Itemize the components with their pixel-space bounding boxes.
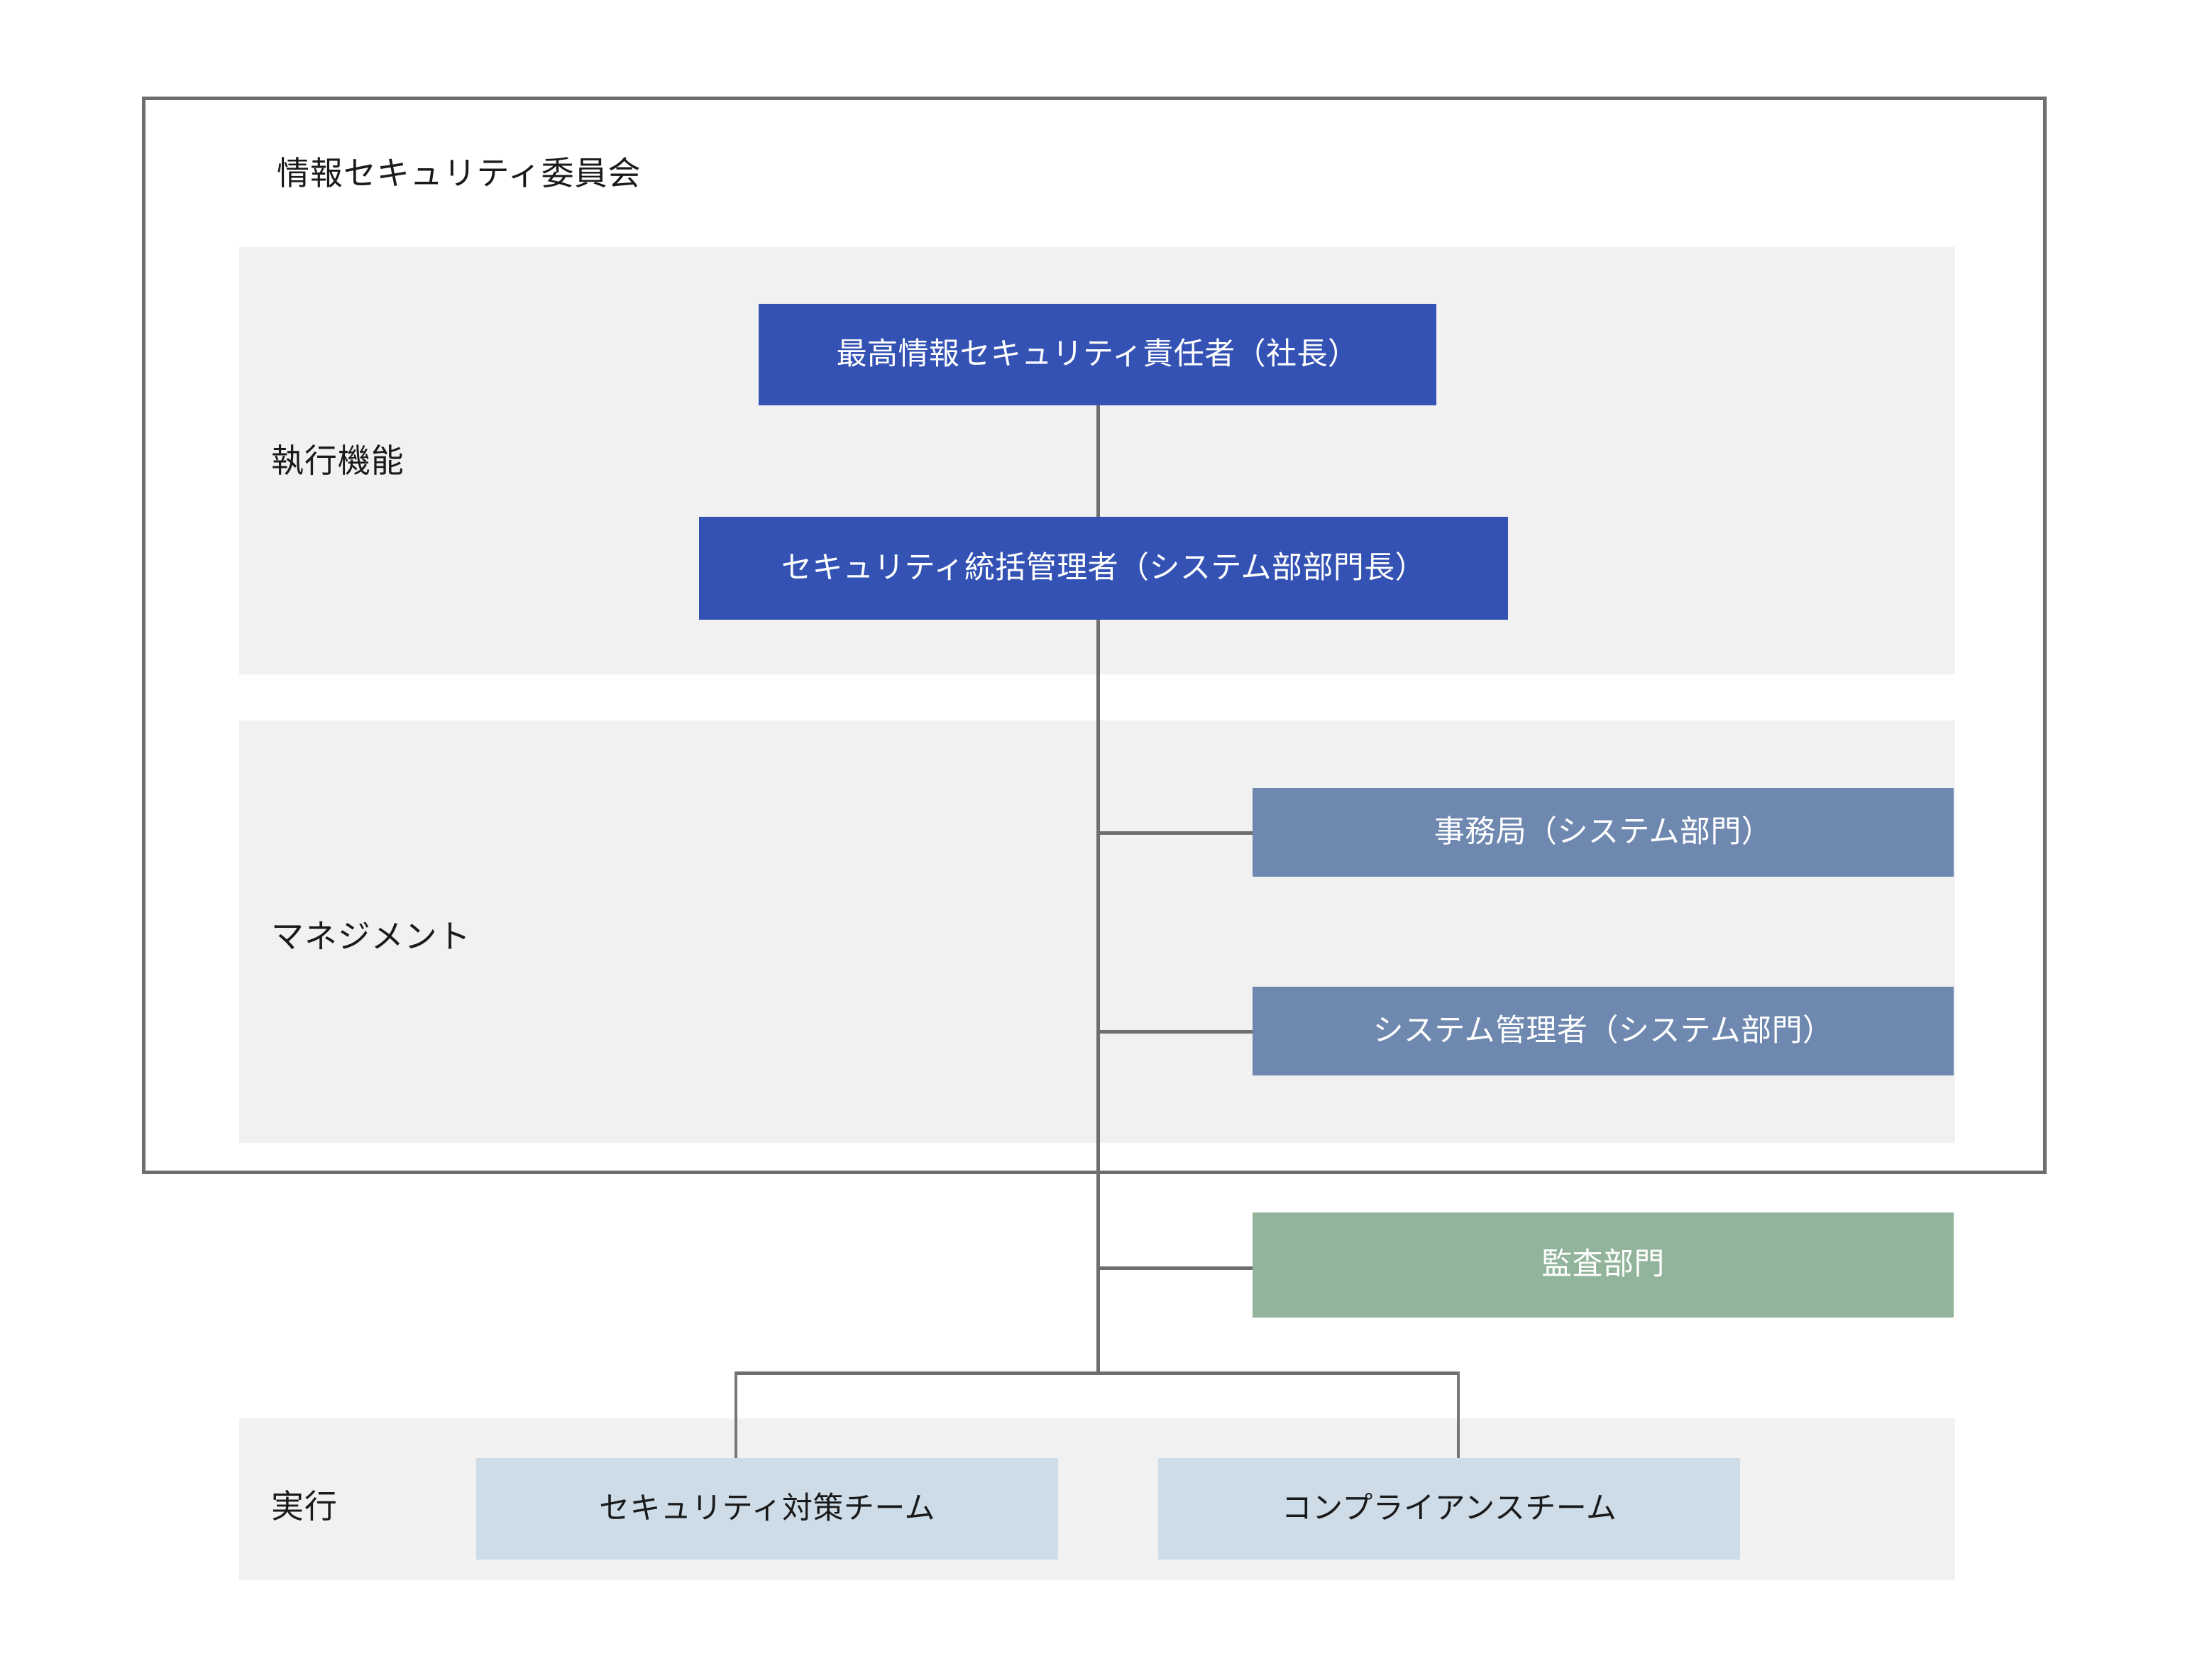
connector-branch-secretariat <box>1096 831 1254 835</box>
node-security-team[interactable]: セキュリティ対策チーム <box>476 1458 1058 1560</box>
row-label-management: マネジメント <box>271 918 471 955</box>
connector-main-trunk <box>1096 619 1100 1374</box>
connector-ciso-to-security-manager <box>1096 405 1100 517</box>
node-compliance-team[interactable]: コンプライアンスチーム <box>1158 1458 1740 1560</box>
node-ciso[interactable]: 最高情報セキュリティ責任者（社長） <box>759 304 1436 405</box>
information-security-committee-frame <box>142 97 2047 1174</box>
connector-branch-audit-dept <box>1096 1266 1254 1270</box>
connector-drop-security-team <box>734 1371 737 1459</box>
node-system-admin[interactable]: システム管理者（システム部門） <box>1253 987 1954 1075</box>
connector-drop-compliance-team <box>1457 1371 1460 1459</box>
connector-teams-horizontal-bar <box>734 1371 1460 1375</box>
connector-branch-system-admin <box>1096 1030 1254 1034</box>
node-secretariat[interactable]: 事務局（システム部門） <box>1253 788 1954 877</box>
committee-title: 情報セキュリティ委員会 <box>277 155 642 192</box>
node-audit-dept[interactable]: 監査部門 <box>1253 1212 1954 1318</box>
node-security-manager[interactable]: セキュリティ統括管理者（システム部部門長） <box>699 517 1508 620</box>
row-label-implementation: 実行 <box>271 1488 338 1525</box>
row-label-execution-function: 執行機能 <box>271 442 405 479</box>
